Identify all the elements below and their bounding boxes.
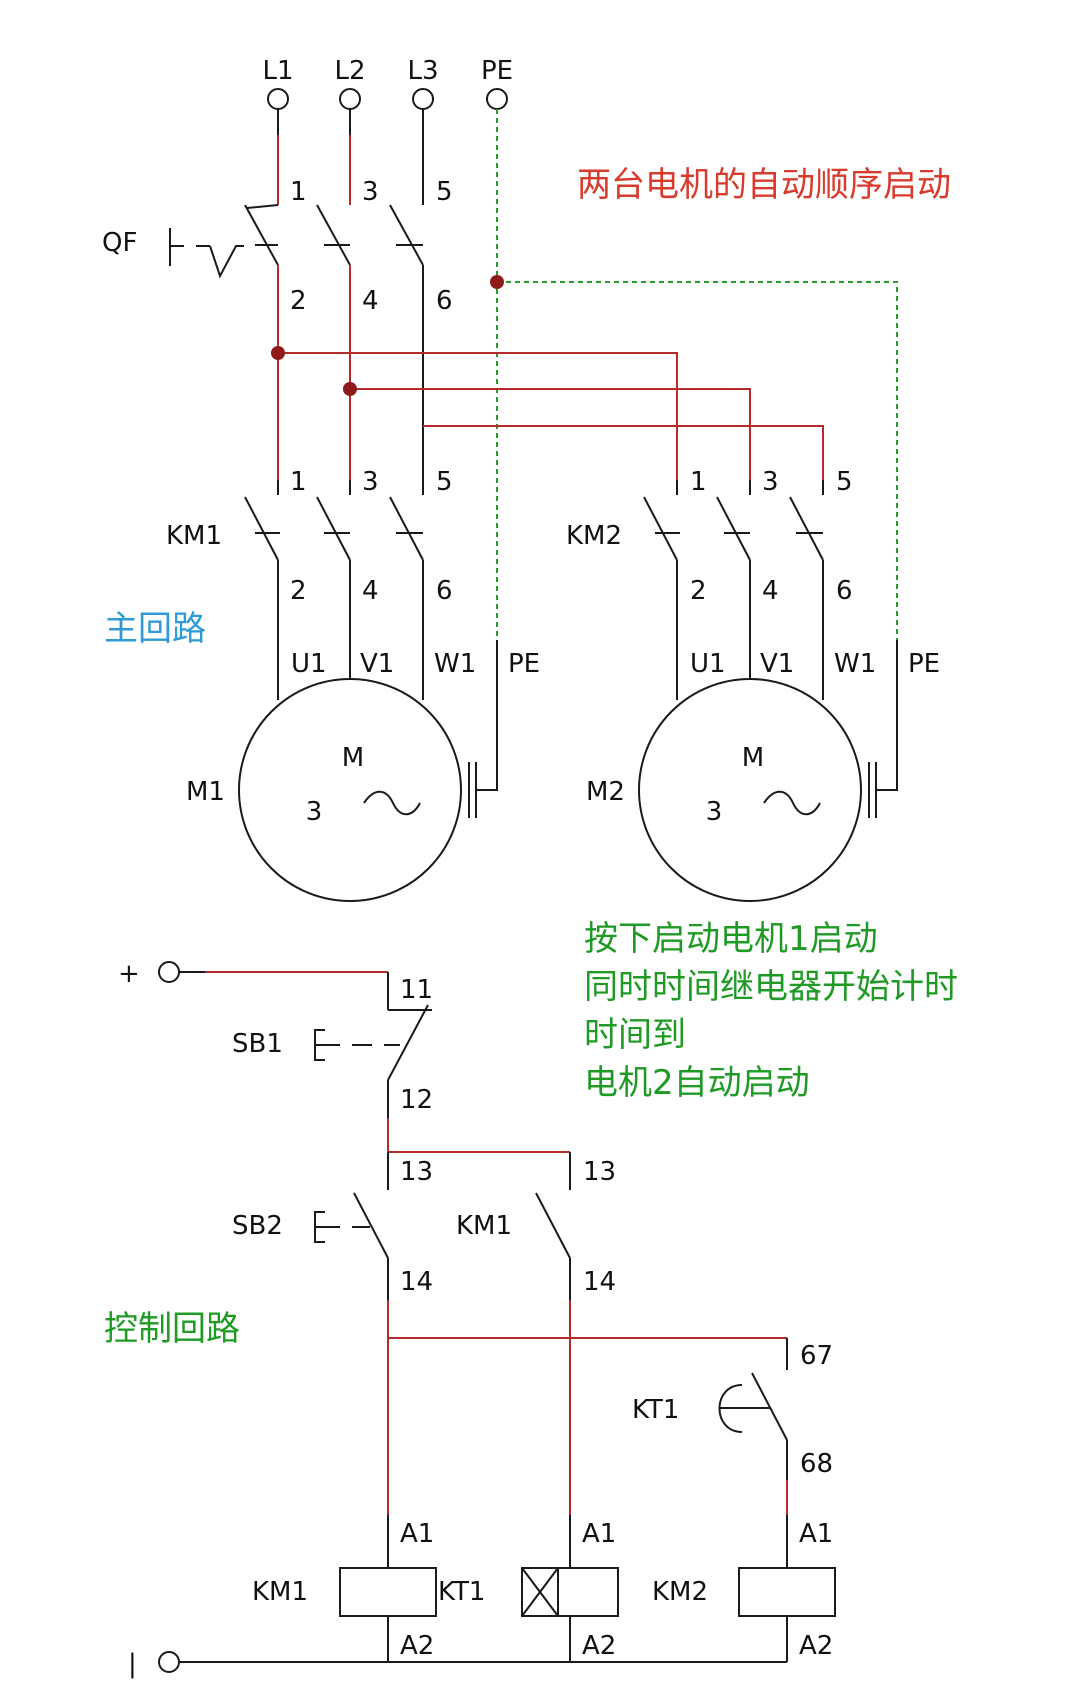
supply-terminals: L1 L2 L3 PE — [262, 56, 513, 110]
m1-terminal-v1: V1 — [360, 649, 394, 679]
annotation-line-1: 按下启动电机1启动 — [584, 919, 878, 959]
qf-terminal-4: 4 — [362, 286, 379, 316]
km1-label: KM1 — [166, 521, 222, 551]
km2-label: KM2 — [566, 521, 622, 551]
km2-coil-label: KM2 — [652, 1577, 708, 1607]
motor-m1-label: M1 — [186, 777, 225, 807]
m1-terminal-w1: W1 — [434, 649, 476, 679]
km1-coil-label: KM1 — [252, 1577, 308, 1607]
motor-m2: U1 V1 W1 PE M 3 M2 — [586, 640, 940, 902]
qf-terminal-2: 2 — [290, 286, 307, 316]
km1-terminal-5: 5 — [436, 467, 453, 497]
m1-terminal-pe: PE — [508, 649, 540, 679]
kt1-terminal-67: 67 — [800, 1341, 833, 1371]
km1-coil-a1: A1 — [400, 1519, 434, 1549]
kt1-coil-label: KT1 — [438, 1577, 485, 1607]
qf-breaker: QF 1 3 5 2 4 6 — [102, 177, 453, 480]
km2-feed-bus — [271, 275, 824, 480]
sb2-label: SB2 — [232, 1211, 283, 1241]
motor-m1: U1 V1 W1 PE M 3 M1 — [186, 640, 540, 902]
motor-m2-label: M2 — [586, 777, 625, 807]
terminal-l3 — [412, 88, 434, 110]
pe-dashed-wires — [496, 109, 898, 640]
control-circuit-label: 控制回路 — [104, 1309, 240, 1349]
terminal-l2 — [339, 88, 361, 110]
km2-coil — [738, 1567, 836, 1617]
km1-terminal-6: 6 — [436, 576, 453, 606]
km1-terminal-1: 1 — [290, 467, 307, 497]
junction-dot — [490, 275, 504, 289]
ac-symbol-icon — [363, 790, 421, 816]
control-circuit: + 11 SB1 12 13 SB2 14 13 KM1 14 — [118, 959, 836, 1679]
annotation-line-4: 电机2自动启动 — [584, 1063, 810, 1103]
time-delay-icon — [718, 1384, 743, 1433]
sb2-terminal-13: 13 — [400, 1157, 433, 1187]
sb1-label: SB1 — [232, 1029, 283, 1059]
ac-symbol-icon — [763, 790, 821, 816]
km1-coil — [339, 1567, 437, 1617]
plus-terminal — [158, 961, 180, 983]
motor-m1-circle — [238, 678, 462, 902]
m1-phase-label: 3 — [306, 797, 323, 827]
km2-terminal-2: 2 — [690, 576, 707, 606]
m2-terminal-u1: U1 — [690, 649, 726, 679]
supply-wires — [277, 109, 424, 205]
km2-terminal-6: 6 — [836, 576, 853, 606]
junction-dot — [271, 346, 285, 360]
kt1-terminal-68: 68 — [800, 1449, 833, 1479]
qf-terminal-6: 6 — [436, 286, 453, 316]
terminal-label-pe: PE — [481, 56, 513, 86]
km2-terminal-1: 1 — [690, 467, 707, 497]
km2-main-contacts: 1 3 5 KM2 2 4 6 — [566, 467, 853, 700]
kt1-coil-a2: A2 — [582, 1631, 616, 1661]
annotation-line-3: 时间到 — [584, 1015, 686, 1055]
m1-terminal-u1: U1 — [291, 649, 327, 679]
m2-terminal-v1: V1 — [760, 649, 794, 679]
m2-terminal-pe: PE — [908, 649, 940, 679]
junction-dot — [343, 382, 357, 396]
motor-m2-circle — [638, 678, 862, 902]
annotation-block: 按下启动电机1启动 同时时间继电器开始计时 时间到 电机2自动启动 — [584, 919, 958, 1103]
terminal-label-l2: L2 — [334, 56, 365, 86]
m2-terminal-w1: W1 — [834, 649, 876, 679]
terminal-label-l3: L3 — [407, 56, 438, 86]
terminal-l1 — [267, 88, 289, 110]
km2-terminal-3: 3 — [762, 467, 779, 497]
annotation-line-2: 同时时间继电器开始计时 — [584, 967, 958, 1007]
sb1-terminal-11: 11 — [400, 975, 433, 1005]
kt1-contact-label: KT1 — [632, 1395, 679, 1425]
m2-phase-label: 3 — [706, 797, 723, 827]
km1-aux-terminal-14: 14 — [583, 1267, 616, 1297]
diagram-title: 两台电机的自动顺序启动 — [577, 165, 951, 205]
main-circuit-label: 主回路 — [104, 609, 206, 649]
terminal-label-l1: L1 — [262, 56, 293, 86]
m2-m-label: M — [742, 743, 764, 773]
qf-terminal-5: 5 — [436, 177, 453, 207]
km2-terminal-5: 5 — [836, 467, 853, 497]
km1-main-contacts: 1 3 5 KM1 2 4 6 — [166, 467, 453, 700]
km1-coil-a2: A2 — [400, 1631, 434, 1661]
km1-aux-label: KM1 — [456, 1211, 512, 1241]
plus-terminal-label: + — [118, 959, 140, 989]
km2-terminal-4: 4 — [762, 576, 779, 606]
qf-label: QF — [102, 228, 137, 258]
kt1-coil-a1: A1 — [582, 1519, 616, 1549]
sb1-terminal-12: 12 — [400, 1085, 433, 1115]
km2-coil-a2: A2 — [799, 1631, 833, 1661]
qf-terminal-3: 3 — [362, 177, 379, 207]
terminal-pe — [486, 88, 508, 110]
sb2-terminal-14: 14 — [400, 1267, 433, 1297]
kt1-coil — [521, 1567, 619, 1617]
km1-terminal-3: 3 — [362, 467, 379, 497]
minus-terminal-label: | — [128, 1649, 137, 1679]
minus-terminal — [158, 1651, 180, 1673]
km1-terminal-4: 4 — [362, 576, 379, 606]
m1-m-label: M — [342, 743, 364, 773]
km1-terminal-2: 2 — [290, 576, 307, 606]
km1-aux-terminal-13: 13 — [583, 1157, 616, 1187]
km2-coil-a1: A1 — [799, 1519, 833, 1549]
qf-terminal-1: 1 — [290, 177, 307, 207]
